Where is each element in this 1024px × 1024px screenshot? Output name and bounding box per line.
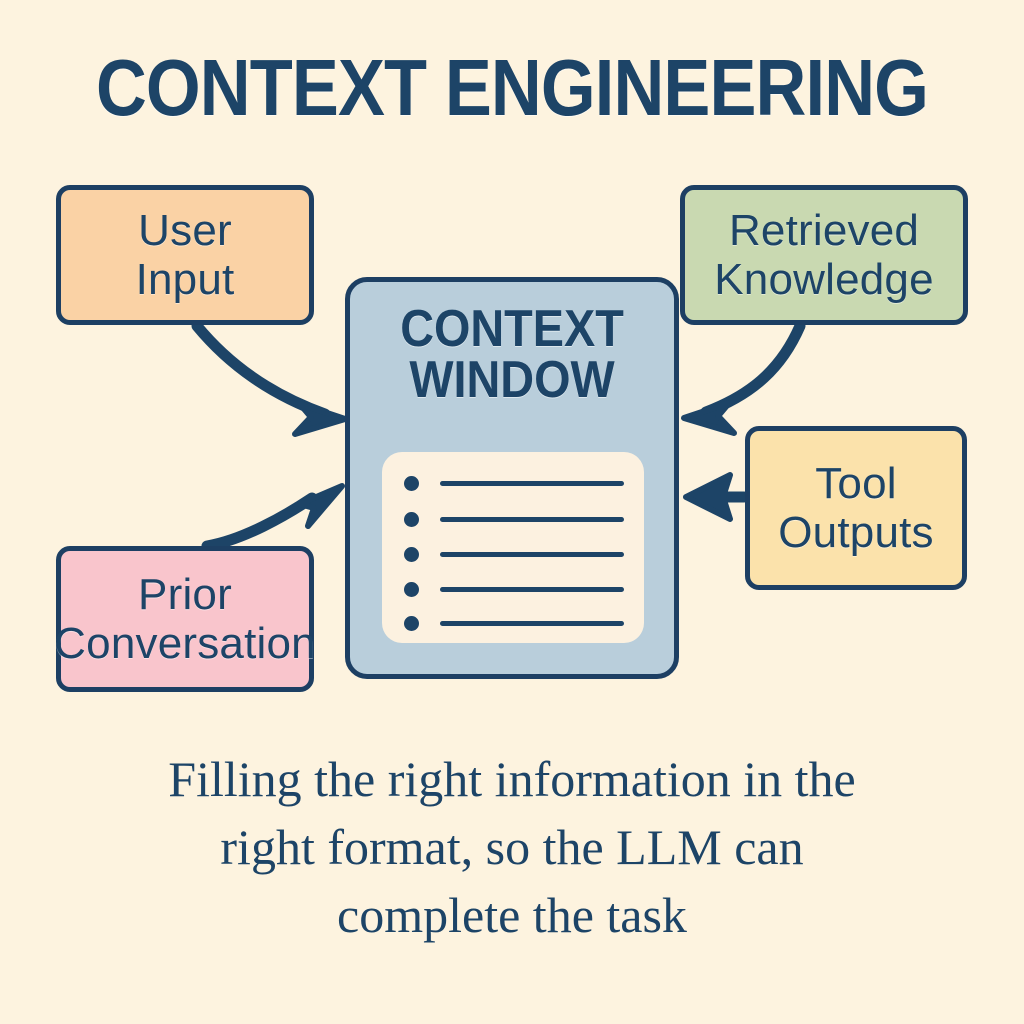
content-line: [440, 587, 624, 592]
bullet-icon: [404, 547, 419, 562]
context-item-row: [404, 547, 624, 562]
arrow-tool-outputs-to-context-window: [683, 472, 750, 522]
context-item-row: [404, 512, 624, 527]
content-line: [440, 552, 624, 557]
source-box-user-input[interactable]: User Input: [56, 185, 314, 325]
content-line: [440, 517, 624, 522]
source-box-prior-conversation[interactable]: Prior Conversation: [54, 546, 316, 692]
source-box-tool-outputs[interactable]: Tool Outputs: [745, 426, 967, 590]
caption: Filling the right information in the rig…: [90, 745, 934, 949]
source-box-tool-outputs-label: Tool Outputs: [778, 458, 934, 557]
bullet-icon: [404, 476, 419, 491]
bullet-icon: [404, 512, 419, 527]
content-line: [440, 621, 624, 626]
context-items-card: [382, 452, 644, 643]
source-box-prior-conversation-label: Prior Conversation: [54, 569, 316, 668]
source-box-user-input-label: User Input: [135, 205, 235, 304]
page-title: CONTEXT ENGINEERING: [95, 43, 929, 132]
bullet-icon: [404, 616, 419, 631]
context-window-title: CONTEXT WINDOW: [400, 300, 624, 409]
context-item-row: [404, 616, 624, 631]
arrow-prior-conversation-to-context-window: [201, 483, 345, 552]
arrow-retrieved-knowledge-to-context-window: [681, 320, 806, 436]
arrow-user-input-to-context-window: [191, 320, 348, 437]
context-window-panel[interactable]: CONTEXT WINDOW: [345, 277, 679, 679]
context-item-row: [404, 582, 624, 597]
caption-line-2: right format, so the LLM can: [220, 819, 804, 875]
context-item-row: [404, 476, 624, 491]
bullet-icon: [404, 582, 419, 597]
caption-line-1: Filling the right information in the: [168, 751, 856, 807]
content-line: [440, 481, 624, 486]
source-box-retrieved-knowledge[interactable]: Retrieved Knowledge: [680, 185, 968, 325]
caption-line-3: complete the task: [337, 887, 687, 943]
source-box-retrieved-knowledge-label: Retrieved Knowledge: [714, 205, 934, 304]
